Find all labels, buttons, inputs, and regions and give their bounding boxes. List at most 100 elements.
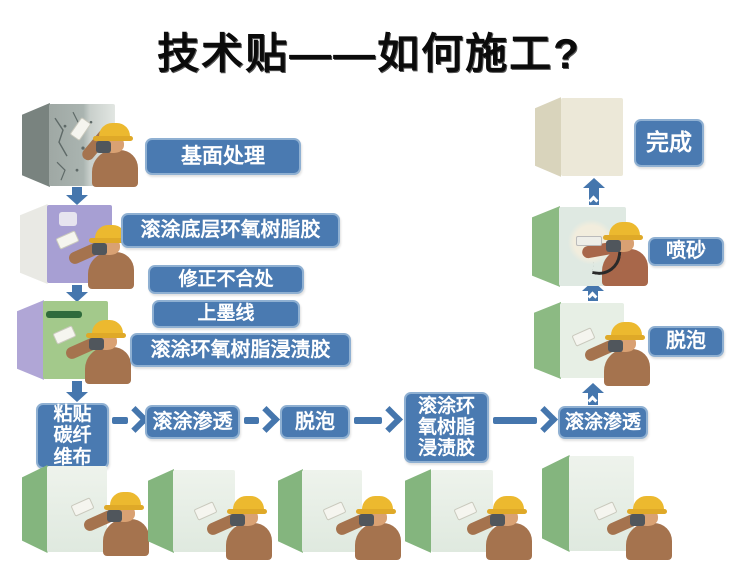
- cube-left-face: [148, 469, 175, 553]
- hard-hat-icon: [633, 496, 664, 511]
- step-roll-primer: 滚涂底层环氧树脂胶: [121, 213, 340, 248]
- worker-body: [602, 249, 648, 286]
- hard-hat-brim: [227, 509, 267, 514]
- respirator-mask-icon: [630, 514, 645, 526]
- step-sandblast: 喷砂: [648, 237, 724, 266]
- worker-surface-prep: [69, 116, 142, 187]
- hard-hat-brim: [487, 509, 527, 514]
- step-roll-penetrate-a: 滚涂渗透: [145, 405, 240, 439]
- worker-body: [486, 523, 532, 560]
- respirator-mask-icon: [359, 514, 374, 526]
- respirator-mask-icon: [608, 340, 623, 352]
- worker-defoaming: [571, 322, 654, 386]
- cube-front-face: [560, 97, 623, 177]
- cube-sandblast: [532, 206, 626, 287]
- respirator-mask-icon: [107, 510, 122, 522]
- worker-rolling: [193, 496, 276, 560]
- step-base-treatment: 基面处理: [145, 138, 301, 175]
- worker-body: [626, 523, 672, 560]
- cube-left-face: [535, 97, 562, 177]
- step-line: 滚涂环: [417, 395, 475, 417]
- cube-left-face: [534, 302, 561, 379]
- hard-hat-icon: [92, 320, 123, 335]
- step-paste-carbon-fiber: 粘贴 碳纤 维布: [36, 403, 109, 469]
- up-arrow: [583, 178, 605, 206]
- cube-left-face: [542, 455, 570, 552]
- hard-hat-brim: [603, 235, 643, 240]
- hard-hat-brim: [86, 333, 126, 338]
- right-arrow: [112, 417, 128, 424]
- roller-streak: [46, 311, 83, 319]
- hard-hat-brim: [89, 238, 129, 243]
- cube-left-face: [405, 469, 432, 553]
- right-arrow: [493, 417, 537, 424]
- cube-left-face: [20, 204, 48, 284]
- hard-hat-brim: [356, 509, 396, 514]
- up-arrow: [582, 383, 604, 406]
- worker-rolling: [453, 496, 536, 560]
- cube-left-face: [532, 206, 561, 287]
- cube-left-face: [22, 465, 48, 553]
- step-finish: 完成: [634, 119, 704, 167]
- step-roll-penetrate-b: 滚涂渗透: [558, 406, 648, 439]
- worker-body: [355, 523, 401, 560]
- cube-front-face: [568, 455, 634, 552]
- step-line: 浸渍胶: [417, 438, 475, 460]
- worker-body: [88, 252, 134, 289]
- cube-left-face: [278, 469, 304, 553]
- right-arrow: [354, 417, 382, 424]
- spray-gun-icon: [576, 236, 602, 246]
- roller-mark: [58, 212, 77, 226]
- step-line: 碳纤: [53, 425, 92, 447]
- respirator-mask-icon: [606, 240, 621, 252]
- cube-bottom-5: [542, 455, 634, 552]
- hard-hat-icon: [493, 496, 524, 511]
- cube-finished: [535, 97, 623, 177]
- step-roll-impregnate: 滚涂环氧树脂浸渍胶: [130, 333, 351, 367]
- hard-hat-brim: [93, 136, 133, 141]
- down-arrow: [66, 187, 88, 205]
- step-roll-epoxy-impregnate: 滚涂环 氧树脂 浸渍胶: [404, 392, 489, 463]
- cube-bottom-4: [405, 469, 493, 553]
- worker-body: [604, 349, 650, 386]
- step-line: 氧树脂: [417, 416, 475, 438]
- worker-rolling-resin: [52, 320, 135, 384]
- hard-hat-brim: [627, 509, 667, 514]
- worker-rolling-primer: [55, 225, 138, 289]
- hard-hat-icon: [110, 492, 141, 507]
- worker-body: [226, 523, 272, 560]
- page-title: 技术贴——如何施工?: [157, 30, 581, 77]
- hard-hat-icon: [233, 496, 264, 511]
- worker-rolling: [593, 496, 676, 560]
- worker-body: [92, 150, 138, 187]
- step-ink-line: 上墨线: [152, 300, 300, 328]
- step-line: 粘贴: [53, 404, 92, 426]
- respirator-mask-icon: [96, 141, 111, 153]
- step-defoam-b: 脱泡: [648, 326, 724, 357]
- right-arrow: [244, 417, 259, 424]
- worker-body: [103, 519, 149, 556]
- respirator-mask-icon: [89, 338, 104, 350]
- hard-hat-brim: [605, 335, 645, 340]
- respirator-mask-icon: [92, 243, 107, 255]
- step-defoam-a: 脱泡: [280, 405, 350, 439]
- cube-bottom-2: [148, 469, 235, 553]
- hard-hat-icon: [362, 496, 393, 511]
- hard-hat-icon: [609, 222, 640, 237]
- hard-hat-brim: [104, 505, 144, 510]
- down-arrow: [66, 381, 88, 402]
- cube-left-face: [22, 103, 50, 187]
- step-line: 维布: [53, 446, 92, 468]
- respirator-mask-icon: [490, 514, 505, 526]
- worker-rolling: [322, 496, 405, 560]
- crack-lines-icon: [54, 111, 93, 181]
- hard-hat-icon: [611, 322, 642, 337]
- worker-sandblasting: [576, 222, 652, 286]
- down-arrow: [66, 285, 88, 302]
- respirator-mask-icon: [230, 514, 245, 526]
- worker-body: [85, 347, 131, 384]
- hard-hat-icon: [99, 123, 130, 138]
- hard-hat-icon: [95, 225, 126, 240]
- cube-left-face: [17, 300, 45, 380]
